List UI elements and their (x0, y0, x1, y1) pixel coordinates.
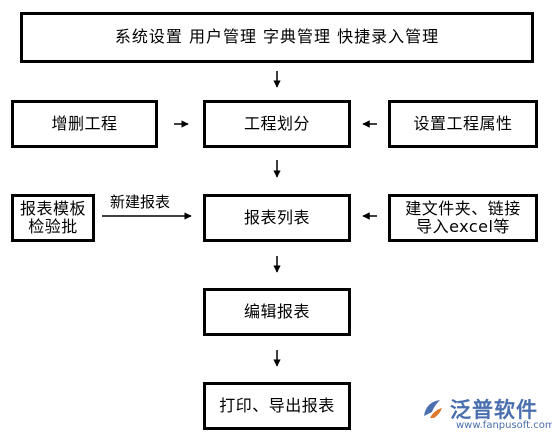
edit-report-box: 编辑报表 (203, 288, 351, 336)
system-settings-label: 系统设置 用户管理 字典管理 快捷录入管理 (114, 27, 440, 47)
add-delete-project-box: 增删工程 (11, 100, 158, 148)
watermark-url: www.fanpusoft.com (456, 420, 552, 431)
set-project-attributes-label: 设置工程属性 (413, 113, 513, 133)
system-settings-box: 系统设置 用户管理 字典管理 快捷录入管理 (20, 12, 534, 63)
edit-report-label: 编辑报表 (243, 301, 310, 321)
add-delete-project-label: 增删工程 (51, 113, 118, 133)
new-report-edge-label: 新建报表 (110, 193, 171, 211)
report-template-box: 报表模板 检验批 (11, 194, 95, 242)
fanpu-logo-icon (424, 400, 442, 418)
set-project-attributes-box: 设置工程属性 (388, 100, 538, 148)
report-list-label: 报表列表 (243, 207, 310, 227)
fanpu-watermark-logo: 泛普软件 www.fanpusoft.com (420, 392, 552, 436)
project-division-label: 工程划分 (243, 113, 310, 133)
watermark-brand: 泛普软件 (450, 398, 538, 422)
print-export-label: 打印、导出报表 (219, 395, 335, 415)
print-export-box: 打印、导出报表 (203, 382, 351, 430)
report-template-label-line1: 报表模板 (19, 198, 86, 218)
report-list-box: 报表列表 (203, 194, 351, 242)
create-folder-import-label-line2: 导入excel等 (416, 217, 510, 236)
create-folder-import-label-line1: 建文件夹、链接 (405, 198, 521, 218)
report-template-label-line2: 检验批 (28, 217, 78, 236)
project-division-box: 工程划分 (203, 100, 351, 148)
create-folder-import-box: 建文件夹、链接 导入excel等 (388, 194, 538, 242)
